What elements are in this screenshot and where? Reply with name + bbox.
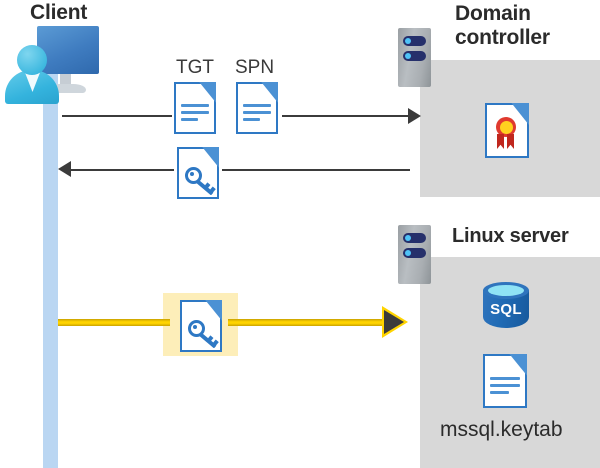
domain-controller-title-line2: controller [455, 26, 550, 50]
server-led-icon [405, 250, 411, 256]
service-ticket-arrowhead [384, 310, 404, 334]
server-led-icon [405, 38, 411, 44]
server-led-icon [405, 235, 411, 241]
request-arrow-line-right [282, 115, 410, 117]
document-line [490, 383, 520, 387]
linux-server-title: Linux server [452, 225, 569, 247]
client-lifeline [43, 62, 58, 468]
document-text-lines [490, 376, 520, 398]
service-ticket-key-document-icon [180, 300, 222, 352]
document-line [490, 390, 509, 394]
tgt-document-icon [174, 82, 216, 134]
certificate-ribbon-left [497, 134, 504, 149]
database-top-fill [488, 285, 524, 296]
certificate-ribbon-right [507, 134, 514, 149]
request-arrowhead [408, 108, 421, 124]
certificate-document-icon [485, 103, 529, 158]
keytab-filename-label: mssql.keytab [440, 418, 563, 441]
service-ticket-line-right [228, 319, 388, 326]
response-arrow-line-left [70, 169, 174, 171]
user-computer-icon [5, 26, 100, 104]
server-led-icon [405, 53, 411, 59]
domain-controller-title-line1: Domain [455, 2, 531, 25]
ticket-key-document-icon [177, 147, 219, 199]
client-title: Client [30, 1, 88, 24]
document-text-lines [180, 103, 210, 125]
monitor-screen [37, 26, 99, 74]
server-bay-1 [403, 36, 426, 46]
monitor-neck [60, 74, 71, 86]
document-line [180, 117, 199, 121]
person-head [17, 45, 47, 75]
document-line [180, 103, 210, 107]
sql-database-icon: SQL [483, 282, 529, 336]
document-line [242, 103, 272, 107]
key-icon [184, 163, 216, 195]
key-ring [187, 319, 205, 337]
server-bay-2 [403, 51, 426, 61]
document-line [180, 110, 210, 114]
monitor-base [47, 84, 86, 93]
key-ring-hole [192, 324, 197, 329]
spn-label: SPN [235, 57, 275, 78]
linux-server-rack-icon [398, 225, 431, 284]
tgt-label: TGT [176, 57, 214, 78]
response-arrowhead [58, 161, 71, 177]
spn-document-icon [236, 82, 278, 134]
keytab-document-icon [483, 354, 527, 408]
document-line [242, 110, 272, 114]
response-arrow-line-right [222, 169, 410, 171]
key-icon [187, 316, 219, 348]
certificate-seal-center [499, 120, 513, 134]
service-ticket-line-left [58, 319, 170, 326]
domain-controller-server-rack-icon [398, 28, 431, 87]
sql-label: SQL [490, 301, 522, 318]
request-arrow-line-left [62, 115, 172, 117]
server-bay-1 [403, 233, 426, 243]
document-line [490, 376, 520, 380]
key-ring-hole [189, 171, 194, 176]
document-line [242, 117, 261, 121]
certificate-seal [496, 117, 516, 137]
server-bay-2 [403, 248, 426, 258]
key-ring [184, 166, 202, 184]
database-top-rim [483, 282, 529, 299]
document-text-lines [242, 103, 272, 125]
